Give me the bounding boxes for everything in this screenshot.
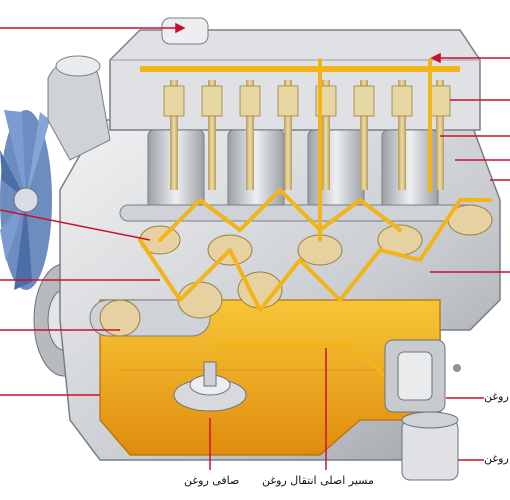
oil-strainer (173, 361, 247, 412)
oil-filter (401, 411, 459, 481)
label-main-oil-gallery: مسیر اصلی انتقال روغن (262, 474, 374, 487)
oil-passages (138, 58, 492, 382)
valve-train (140, 66, 460, 190)
cooling-fan (0, 110, 52, 290)
label-oil-filter: روغن (484, 452, 509, 465)
oil-pump (384, 339, 461, 413)
label-oil-strainer: صافی روغن (184, 474, 240, 487)
oil-sump (99, 299, 441, 456)
crankshaft (89, 204, 493, 337)
leader-lines (0, 22, 510, 470)
label-oil-pump: روغن (484, 390, 509, 403)
